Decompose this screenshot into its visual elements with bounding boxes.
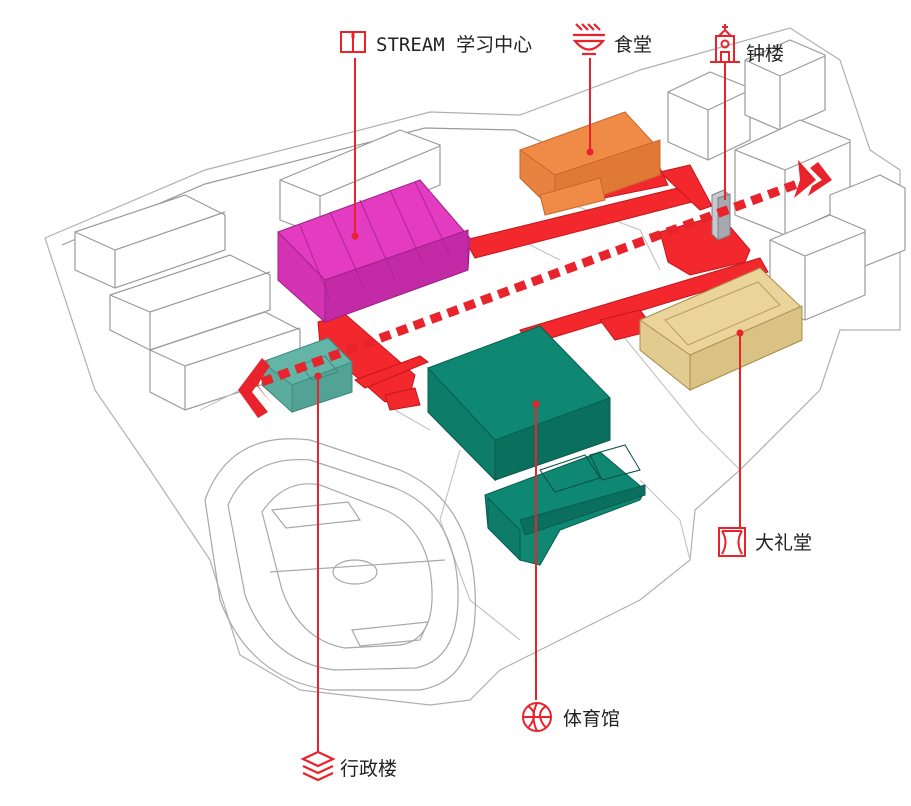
stream-label: STREAM — [376, 34, 445, 56]
auditorium-label: 大礼堂 — [755, 532, 813, 554]
gymnasium-building — [427, 325, 646, 566]
leader-lines — [317, 58, 741, 752]
canteen-label: 食堂 — [614, 34, 653, 56]
auditorium-building — [639, 267, 803, 392]
basketball-icon — [522, 702, 552, 732]
stream-cn-label: 学习中心 — [456, 34, 533, 56]
site-context — [44, 27, 906, 706]
bowl-icon — [572, 23, 606, 56]
stage-curtain-icon — [718, 527, 746, 557]
layers-icon — [300, 750, 336, 782]
church-tower-icon — [710, 24, 740, 63]
canteen-building — [519, 111, 661, 216]
running-track — [204, 438, 476, 691]
leader-dots — [314, 148, 744, 408]
clocktower-label: 钟楼 — [746, 43, 785, 65]
stream-learning-center-building — [277, 179, 471, 324]
admin-label: 行政楼 — [340, 758, 398, 780]
main-axis-dashed-arrow — [238, 160, 832, 418]
open-book-icon — [340, 31, 366, 53]
gym-label: 体育馆 — [563, 708, 621, 730]
